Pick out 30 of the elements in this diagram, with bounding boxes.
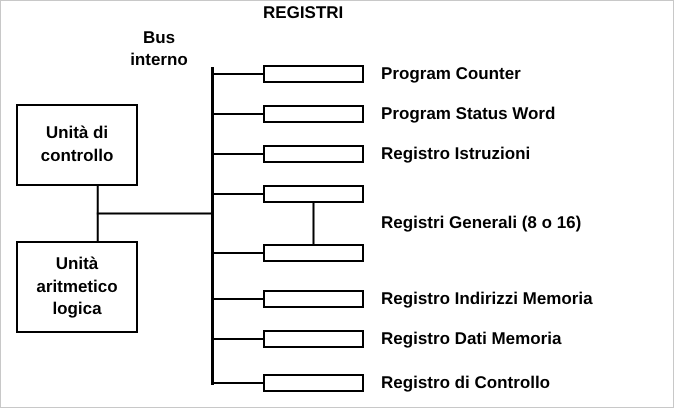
register-box <box>263 105 364 123</box>
unit-box: Unità di controllo <box>16 104 138 186</box>
connector-line <box>96 212 211 241</box>
connector-line <box>214 298 263 300</box>
bus-line <box>211 67 214 385</box>
register-box <box>263 290 364 308</box>
register-label: Registro Indirizzi Memoria <box>381 289 593 309</box>
bus-label: Bus interno <box>129 27 189 72</box>
connector-line <box>214 382 263 384</box>
connector-line <box>312 203 314 244</box>
register-box <box>263 330 364 348</box>
connector-line <box>214 338 263 340</box>
register-box <box>263 244 364 262</box>
register-label: Program Counter <box>381 64 521 84</box>
connector-line <box>214 193 263 195</box>
register-label: Program Status Word <box>381 104 556 124</box>
column-heading: REGISTRI <box>263 3 344 23</box>
register-label: Registro di Controllo <box>381 373 550 393</box>
connector-line <box>214 153 263 155</box>
register-box <box>263 145 364 163</box>
register-box <box>263 185 364 203</box>
register-box <box>263 374 364 392</box>
register-group-label: Registri Generali (8 o 16) <box>381 213 582 233</box>
connector-line <box>214 113 263 115</box>
connector-line <box>214 252 263 254</box>
connector-line <box>214 73 263 75</box>
unit-box: Unità aritmetico logica <box>16 241 138 333</box>
register-label: Registro Dati Memoria <box>381 329 562 349</box>
register-label: Registro Istruzioni <box>381 144 530 164</box>
register-box <box>263 65 364 83</box>
